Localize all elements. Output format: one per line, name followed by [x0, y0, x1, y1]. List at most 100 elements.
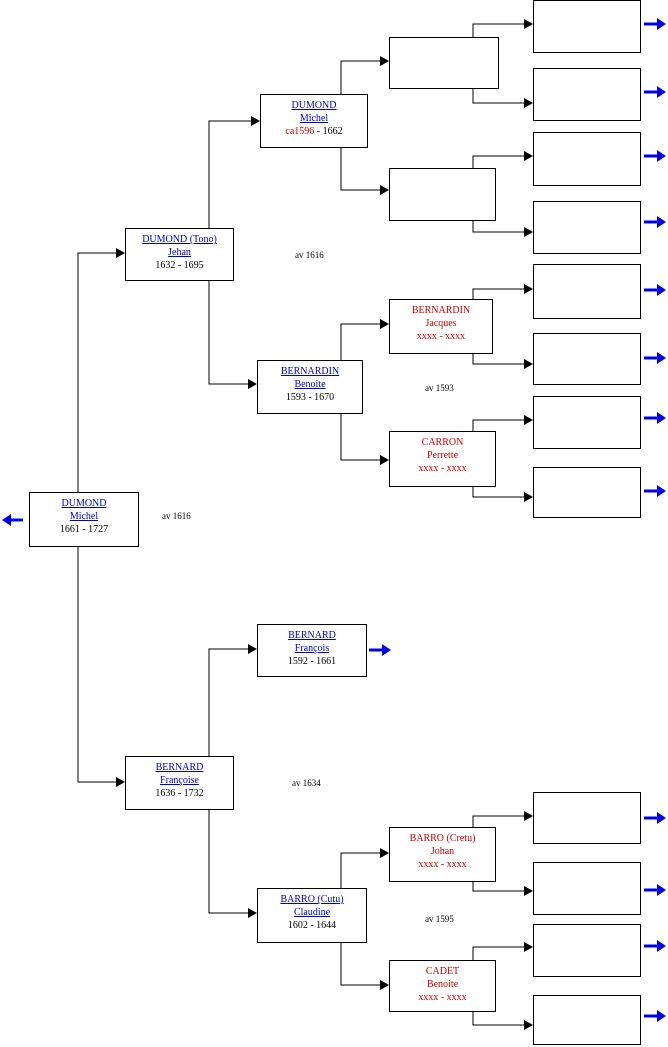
maternal-grandmother-given-link[interactable]: Claudine: [293, 907, 331, 918]
person-box-g5-4: [533, 201, 641, 254]
connector-line: [472, 155, 525, 168]
nav-arrow-right-icon[interactable]: [644, 215, 666, 229]
root-dates: 1661 - 1727: [59, 524, 109, 535]
nav-arrow-right-icon[interactable]: [644, 484, 666, 498]
mmm-surname: CADET: [425, 966, 460, 977]
connector-arrowhead: [524, 19, 533, 29]
nav-arrow-right-icon[interactable]: [644, 85, 666, 99]
connector-arrowhead: [248, 644, 257, 654]
connector-arrowhead: [380, 56, 389, 66]
connector-arrowhead: [524, 492, 533, 502]
nav-arrow-right-icon[interactable]: [644, 411, 666, 425]
maternal-grandfather-surname-link[interactable]: BERNARD: [288, 630, 336, 641]
root-surname-link[interactable]: DUMOND: [61, 498, 107, 509]
fmm-surname: CARRON: [421, 437, 464, 448]
connector-arrowhead: [524, 227, 533, 237]
connector-line: [340, 852, 381, 888]
connector-line: [340, 323, 381, 360]
person-box-maternal-grandmother[interactable]: BARRO (Cutu) Claudine 1602 - 1644: [257, 888, 367, 943]
person-box-ffa-empty: [389, 37, 499, 89]
connector-line: [472, 1012, 525, 1026]
connector-arrowhead: [380, 455, 389, 465]
nav-arrow-right-icon[interactable]: [644, 939, 666, 953]
father-surname-link[interactable]: DUMOND (Tono): [142, 234, 217, 245]
person-box-g5-3: [533, 132, 641, 186]
connector-arrowhead: [248, 908, 257, 918]
paternal-grandfather-given-link[interactable]: Michel: [299, 113, 329, 124]
person-box-paternal-grandfather[interactable]: DUMOND Michel ca1596 - 1662: [260, 94, 368, 148]
father-dates: 1632 - 1695: [155, 260, 204, 271]
connector-arrowhead: [251, 116, 260, 126]
marriage-label-mother-parents: av 1634: [292, 778, 321, 788]
person-box-g5-8: [533, 467, 641, 518]
connector-line: [340, 414, 381, 461]
mmf-dates: xxxx - xxxx: [418, 859, 467, 870]
connector-line: [472, 487, 525, 498]
nav-arrow-right-icon[interactable]: [644, 811, 666, 825]
paternal-grandmother-given-link[interactable]: Benoite: [294, 379, 326, 390]
marriage-label-father-mother-parents: av 1593: [425, 383, 454, 393]
connector-arrowhead: [524, 359, 533, 369]
connector-arrowhead: [524, 284, 533, 294]
connector-arrowhead: [524, 811, 533, 821]
nav-arrow-right-icon[interactable]: [644, 351, 666, 365]
person-box-father[interactable]: DUMOND (Tono) Jehan 1632 - 1695: [125, 228, 234, 281]
root-given-link[interactable]: Michel: [69, 511, 99, 522]
maternal-grandmother-surname-link[interactable]: BARRO (Cutu): [280, 894, 344, 905]
connector-arrowhead: [116, 248, 125, 258]
person-box-mother[interactable]: BERNARD Françoise 1636 - 1732: [125, 756, 234, 810]
mother-given-link[interactable]: Françoise: [160, 775, 199, 786]
nav-arrow-right-icon[interactable]: [644, 283, 666, 297]
mmm-dates: xxxx - xxxx: [418, 992, 467, 1003]
nav-arrow-left-icon[interactable]: [2, 513, 24, 527]
nav-arrow-right-icon[interactable]: [369, 643, 391, 657]
fmm-dates: xxxx - xxxx: [418, 463, 467, 474]
nav-arrow-right-icon[interactable]: [644, 1009, 666, 1023]
connector-line: [472, 815, 525, 827]
connector-line: [208, 810, 249, 914]
marriage-label-root-parents: av 1616: [162, 511, 191, 521]
connector-line: [340, 943, 381, 986]
marriage-label-father-parents: av 1616: [295, 250, 324, 260]
connector-line: [340, 60, 381, 94]
paternal-grandmother-surname-link[interactable]: BERNARDIN: [280, 366, 340, 377]
connector-line: [208, 281, 249, 385]
connector-line: [340, 148, 381, 191]
maternal-grandfather-given-link[interactable]: François: [294, 643, 330, 654]
connector-line: [472, 89, 525, 104]
person-box-fmm: CARRON Perrette xxxx - xxxx: [389, 431, 496, 487]
connector-line: [472, 288, 525, 299]
connector-arrowhead: [380, 319, 389, 329]
connector-line: [472, 354, 525, 365]
mmf-surname: BARRO (Cretu): [409, 833, 476, 844]
connector-arrowhead: [524, 942, 533, 952]
paternal-grandfather-date-end: - 1662: [314, 126, 343, 137]
connector-line: [208, 648, 249, 756]
connector-arrowhead: [380, 980, 389, 990]
connector-arrowhead: [524, 886, 533, 896]
mother-dates: 1636 - 1732: [155, 788, 204, 799]
nav-arrow-right-icon[interactable]: [644, 17, 666, 31]
maternal-grandfather-dates: 1592 - 1661: [287, 656, 337, 667]
connector-arrowhead: [524, 98, 533, 108]
person-box-root[interactable]: DUMOND Michel 1661 - 1727: [29, 492, 139, 547]
connector-arrowhead: [248, 379, 257, 389]
connector-line: [472, 221, 525, 233]
paternal-grandfather-surname-link[interactable]: DUMOND: [291, 100, 337, 111]
person-box-g5-6: [533, 333, 641, 385]
mother-surname-link[interactable]: BERNARD: [155, 762, 204, 773]
person-box-paternal-grandmother[interactable]: BERNARDIN Benoite 1593 - 1670: [257, 360, 363, 414]
fmf-dates: xxxx - xxxx: [416, 331, 466, 342]
person-box-maternal-grandfather[interactable]: BERNARD François 1592 - 1661: [257, 624, 367, 677]
fmm-given: Perrette: [426, 450, 459, 461]
connector-arrowhead: [116, 777, 125, 787]
father-given-link[interactable]: Jehan: [168, 247, 191, 258]
paternal-grandfather-date-approx: ca1596: [285, 126, 315, 137]
person-box-g5-1: [533, 0, 641, 53]
mmf-given: Johan: [430, 846, 455, 857]
connector-arrowhead: [524, 151, 533, 161]
nav-arrow-right-icon[interactable]: [644, 149, 666, 163]
paternal-grandmother-dates: 1593 - 1670: [285, 392, 335, 403]
person-box-g5-5: [533, 264, 641, 319]
nav-arrow-right-icon[interactable]: [644, 883, 666, 897]
